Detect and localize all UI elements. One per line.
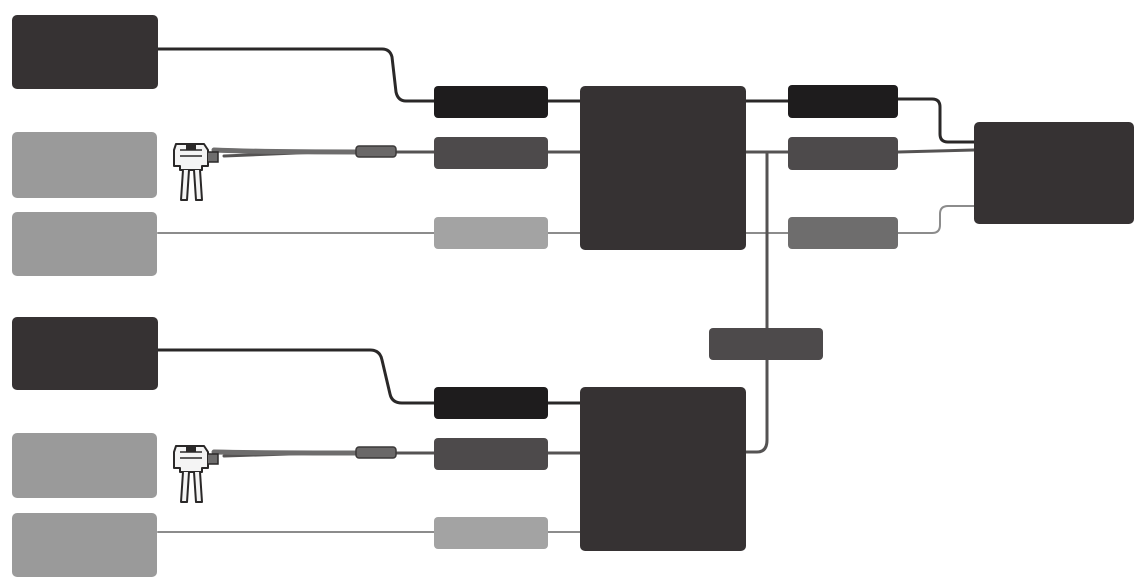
upper-hub-block [580, 86, 746, 250]
line-output-2-to-destination [896, 148, 976, 154]
cable-upper-lead [211, 147, 363, 155]
lower-input-block-2 [434, 438, 548, 470]
fuse-tap-icon [173, 143, 219, 201]
upper-input-block-2 [434, 137, 548, 169]
cable-connectors [355, 145, 397, 459]
line-lower-source-1-to-input-1 [156, 348, 436, 405]
output-block-2 [788, 137, 898, 170]
upper-input-block-1 [434, 86, 548, 118]
output-block-3 [788, 217, 898, 249]
upper-source-block-2 [12, 132, 157, 198]
lower-input-block-1 [434, 387, 548, 419]
connection-lines [156, 47, 976, 533]
blocks [12, 15, 1134, 577]
output-block-1 [788, 85, 898, 118]
destination-block [974, 122, 1134, 224]
line-bridge-vertical [744, 150, 769, 454]
lower-source-block-2 [12, 433, 157, 498]
upper-source-block-1 [12, 15, 158, 89]
lower-hub-block [580, 387, 746, 551]
bridge-block [709, 328, 823, 360]
line-upper-source-1-to-input-1 [156, 47, 436, 103]
line-output-3-to-destination [897, 205, 975, 234]
lower-source-block-1 [12, 317, 158, 390]
lower-cable-connector [355, 446, 397, 459]
upper-source-block-3 [12, 212, 157, 276]
lower-source-block-3 [12, 513, 157, 577]
line-output-1-to-destination [896, 97, 976, 144]
cable-lower-lead [211, 449, 363, 456]
lower-input-block-3 [434, 517, 548, 549]
upper-cable-connector [355, 145, 397, 158]
upper-input-block-3 [434, 217, 548, 249]
fuse-tap-icon [173, 445, 219, 503]
